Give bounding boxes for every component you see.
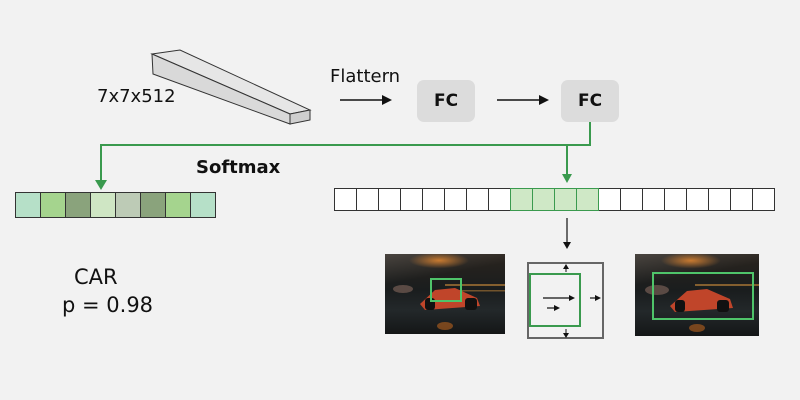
softmax-vector: [15, 192, 216, 218]
softmax-cell: [65, 192, 91, 218]
regression-cell-highlighted: [576, 188, 599, 211]
arrow-down-icon: [95, 180, 107, 190]
regression-cell-highlighted: [510, 188, 533, 211]
regression-cell-highlighted: [532, 188, 555, 211]
regression-cell: [400, 188, 423, 211]
arrow-down-icon: [562, 174, 572, 183]
arrow-right-icon: [590, 295, 601, 301]
fc-layer-2: FC: [561, 80, 619, 122]
regression-cell: [334, 188, 357, 211]
regression-cell-highlighted: [554, 188, 577, 211]
arrow-right-icon: [497, 95, 549, 105]
regression-cell: [686, 188, 709, 211]
arrow-down-icon: [563, 329, 569, 338]
regression-cell: [488, 188, 511, 211]
softmax-cell: [15, 192, 41, 218]
green-connector: [95, 122, 591, 190]
arrow-right-icon: [340, 95, 392, 105]
softmax-cell: [40, 192, 66, 218]
probability-label: p = 0.98: [62, 293, 154, 317]
softmax-cell: [165, 192, 191, 218]
softmax-cell: [140, 192, 166, 218]
input-dims-label: 7x7x512: [97, 86, 176, 107]
race-car-graphic: [645, 284, 759, 332]
regression-cell: [356, 188, 379, 211]
regression-cell: [378, 188, 401, 211]
arrow-up-icon: [563, 264, 569, 272]
proposal-box: [529, 273, 581, 327]
class-label: CAR: [74, 265, 118, 289]
regression-cell: [664, 188, 687, 211]
softmax-cell: [90, 192, 116, 218]
regression-cell: [708, 188, 731, 211]
softmax-label: Softmax: [196, 157, 281, 178]
output-image: [635, 254, 759, 336]
fc-layer-1: FC: [417, 80, 475, 122]
softmax-cell: [115, 192, 141, 218]
regression-cell: [752, 188, 775, 211]
regression-cell: [598, 188, 621, 211]
regression-cell: [444, 188, 467, 211]
feature-map-prism: [150, 49, 312, 125]
input-image: [385, 254, 505, 334]
regression-cell: [730, 188, 753, 211]
flatten-label: Flattern: [330, 66, 401, 87]
regression-cell: [422, 188, 445, 211]
arrow-right-icon: [543, 295, 575, 301]
regression-cell: [642, 188, 665, 211]
arrow-down-icon: [563, 218, 571, 249]
bbox-regression-diagram: [527, 262, 604, 339]
arrow-right-icon: [547, 305, 560, 311]
regression-vector: [334, 188, 775, 211]
softmax-cell: [190, 192, 216, 218]
proposal-box: [430, 278, 462, 302]
refined-bounding-box: [652, 272, 754, 320]
regression-cell: [620, 188, 643, 211]
regression-cell: [466, 188, 489, 211]
